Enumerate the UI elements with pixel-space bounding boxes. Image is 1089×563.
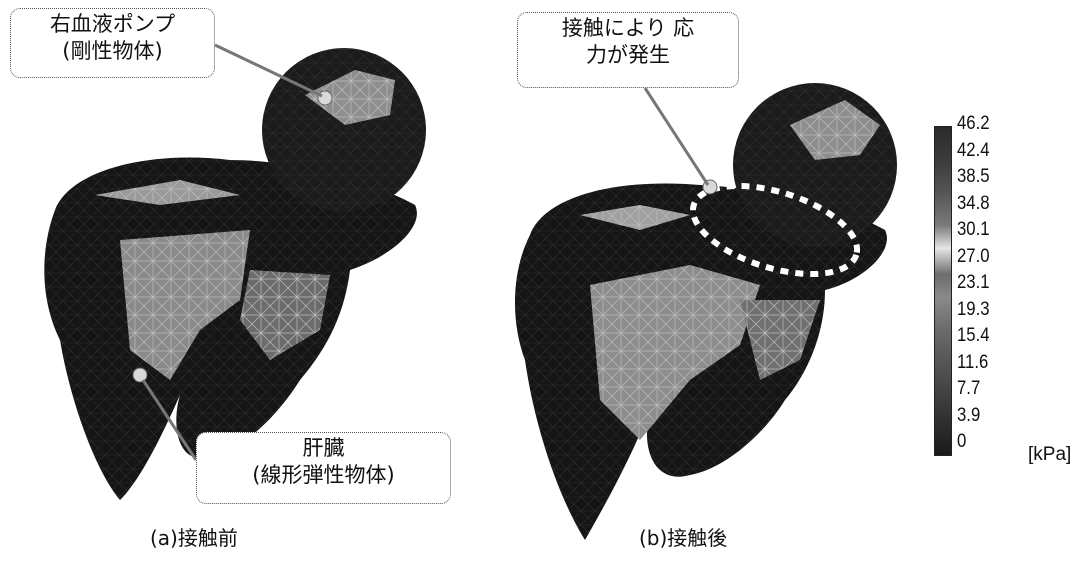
colorbar-ticks: 46.2 42.4 38.5 34.8 30.1 27.0 23.1 19.3 …	[957, 113, 1017, 458]
liver-callout-line2: (線形弾性物体)	[203, 462, 444, 489]
colorbar-tick: 38.5	[957, 166, 1010, 193]
contact-callout-line2: 力が発生	[524, 42, 732, 69]
colorbar-tick: 15.4	[957, 325, 1010, 352]
liver-callout: 肝臓 (線形弾性物体)	[196, 432, 451, 504]
colorbar-tick: 34.8	[957, 193, 1010, 220]
colorbar-tick: 19.3	[957, 299, 1010, 326]
pump-callout-line2: (剛性物体)	[17, 38, 208, 65]
colorbar-tick: 30.1	[957, 219, 1010, 246]
colorbar-tick: 42.4	[957, 140, 1010, 167]
contact-callout: 接触により 応 力が発生	[517, 12, 739, 88]
pump-callout: 右血液ポンプ (剛性物体)	[10, 8, 215, 78]
colorbar-tick: 0	[957, 431, 1010, 458]
caption-before: (a)接触前	[150, 522, 238, 551]
colorbar-unit: [kPa]	[1028, 444, 1071, 466]
colorbar-tick: 46.2	[957, 113, 1010, 140]
pump-marker	[318, 91, 332, 105]
contact-callout-line1: 接触により 応	[524, 15, 732, 42]
pump-callout-line1: 右血液ポンプ	[17, 11, 208, 38]
contact-leader	[645, 88, 708, 185]
colorbar-tick: 11.6	[957, 352, 1010, 379]
liver-callout-line1: 肝臓	[203, 435, 444, 462]
liver-marker	[133, 368, 147, 382]
caption-after: (b)接触後	[639, 522, 727, 551]
stress-colorbar	[934, 126, 952, 456]
colorbar-tick: 7.7	[957, 378, 1010, 405]
colorbar-tick: 3.9	[957, 405, 1010, 432]
colorbar-tick: 23.1	[957, 272, 1010, 299]
model-after	[515, 83, 897, 540]
colorbar-tick: 27.0	[957, 246, 1010, 273]
